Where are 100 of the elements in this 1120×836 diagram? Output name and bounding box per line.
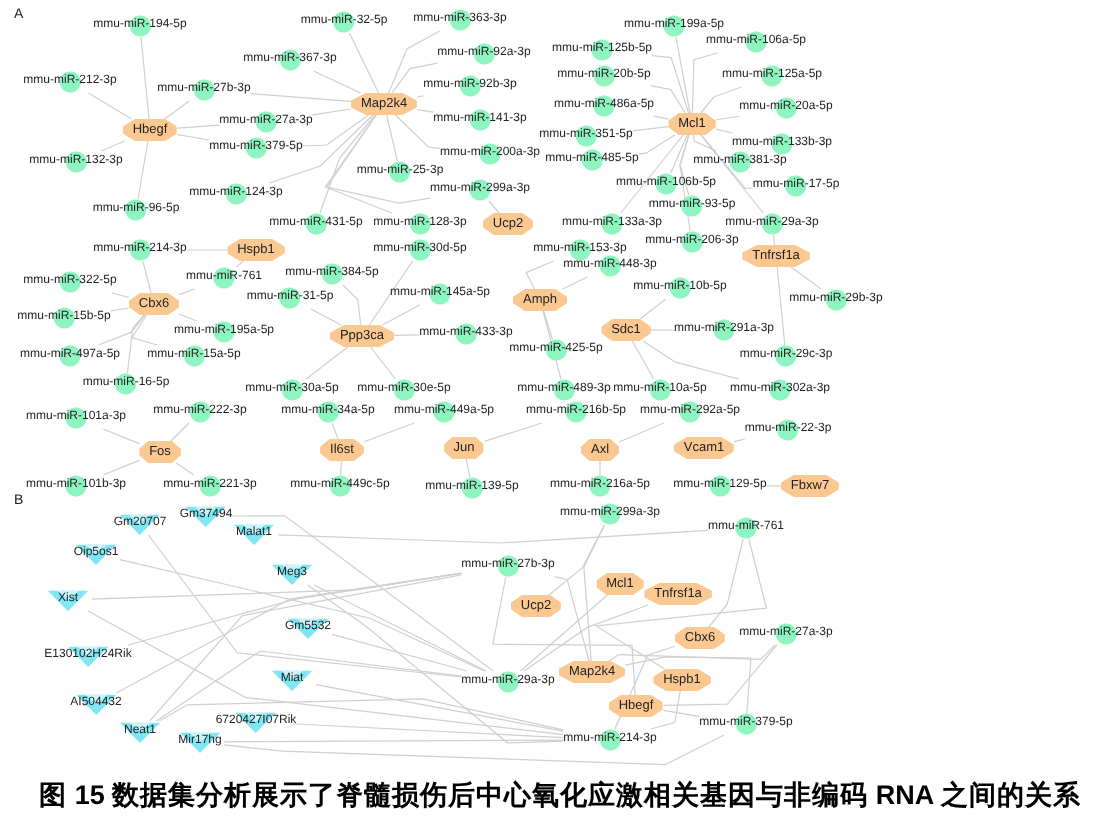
connector-line [119,559,485,672]
connector-line [523,604,649,672]
connector-line [324,114,393,214]
connector-line [363,422,415,443]
connector-line [340,460,342,476]
connector-line [386,114,398,162]
connector-line [130,314,158,346]
connector-line [620,134,684,214]
connector-line [776,266,786,346]
connector-line [554,576,590,662]
connector-line [312,108,352,116]
connector-line [492,576,636,696]
connector-line [642,340,740,380]
connector-line [348,32,380,94]
connector-line [342,284,362,326]
connector-line [391,62,438,94]
connector-line [700,134,754,189]
connector-line [520,594,608,672]
connector-line [87,92,133,120]
connector-line [692,134,717,152]
connector-line [624,656,752,714]
connector-line [416,109,434,113]
connector-line [170,422,190,442]
connector-line [325,114,431,204]
connector-line [137,140,149,200]
connector-line [295,723,564,739]
connector-line [277,529,709,544]
connector-line [632,126,669,132]
connector-line [700,134,764,214]
connector-line [231,515,494,672]
connector-line [465,458,471,478]
connector-line [331,422,339,440]
connector-line [110,307,130,312]
connector-line [394,114,441,149]
connector-line [525,260,555,290]
connector-line [608,644,776,662]
connector-line [631,340,655,380]
connector-line [315,684,564,732]
connector-line [223,734,725,766]
connector-line [388,30,441,94]
connector-line [650,85,686,114]
connector-line [772,234,776,246]
connector-line [651,55,690,114]
connector-line [733,438,746,443]
connector-line [302,114,370,147]
connector-line [319,114,376,214]
connector-line [111,292,130,298]
connector-line [268,114,374,184]
connector-line [140,36,150,120]
connector-line [147,534,462,678]
connector-line [483,422,543,442]
connector-line [790,266,822,290]
connector-line [393,334,420,336]
figure-caption: 图 15 数据集分析展示了脊髓损伤后中心氧化应激相关基因与非编码 RNA 之间的关系 [37,778,1083,814]
connector-line [331,633,468,672]
connector-line [310,308,342,326]
connector-line [305,346,349,380]
connector-line [542,310,562,380]
connector-line [583,524,606,662]
connector-line [164,100,190,120]
connector-line [87,610,564,736]
connector-line [158,698,564,731]
connector-line [715,115,740,121]
connector-line [97,314,146,346]
connector-line [715,128,734,134]
connector-line [155,650,462,722]
connector-line [370,346,396,380]
connector-line [236,260,244,268]
connector-line [691,52,718,114]
connector-line [650,690,681,730]
connector-line [638,134,676,155]
connector-line [368,260,414,326]
connector-line [178,313,198,322]
connector-line [662,709,700,717]
connector-line [639,298,667,320]
connector-line [618,422,665,443]
connector-line [102,459,140,476]
connector-line [178,288,195,296]
connector-line [307,584,564,744]
connector-line [488,200,500,214]
connector-line [675,36,691,114]
connector-line [548,524,605,596]
connector-line [708,538,744,628]
connector-line [142,260,152,294]
connector-line [543,310,553,340]
connector-line [594,538,768,670]
connector-line [700,86,742,114]
connector-line [115,572,462,694]
connector-line [679,134,691,232]
connector-line [223,739,564,743]
connector-line [662,644,778,706]
connector-line [126,314,145,374]
connector-line [381,304,421,326]
connector-line [653,115,669,120]
connector-line [102,428,140,445]
connector-line [313,70,362,94]
connector-line [100,140,126,152]
connector-line [313,584,487,672]
connector-line [176,134,210,141]
connector-line [562,276,588,290]
